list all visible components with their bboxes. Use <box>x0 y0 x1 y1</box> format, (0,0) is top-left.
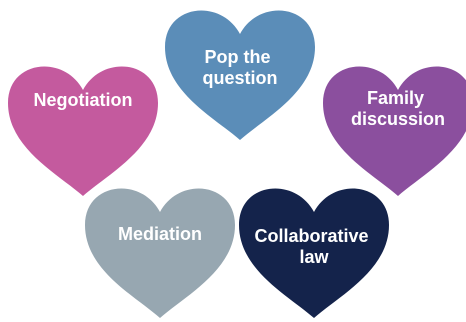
heart-mediation: Mediation <box>85 188 235 318</box>
heart-label-family-discussion: Family discussion <box>351 88 445 129</box>
heart-shape-collaborative-law <box>239 188 389 318</box>
heart-shape-pop-the-question <box>165 10 315 141</box>
heart-pop-the-question: Pop the question <box>165 10 315 141</box>
heart-collaborative-law: Collaborative law <box>239 188 389 318</box>
heart-line: Mediation <box>118 224 202 244</box>
heart-line: law <box>299 247 329 267</box>
heart-family-discussion: Family discussion <box>323 66 466 196</box>
heart-line: question <box>203 68 278 88</box>
heart-label-negotiation: Negotiation <box>34 90 133 110</box>
heart-shape-family-discussion <box>323 66 466 196</box>
heart-label-mediation: Mediation <box>118 224 202 244</box>
heart-line: Negotiation <box>34 90 133 110</box>
heart-line: Pop the <box>204 47 270 67</box>
heart-shape-negotiation <box>8 66 158 196</box>
heart-line: discussion <box>351 109 445 129</box>
heart-line: Family <box>367 88 424 108</box>
heart-shape-mediation <box>85 188 235 318</box>
heart-negotiation: Negotiation <box>8 66 158 196</box>
heart-label-pop-the-question: Pop the question <box>203 47 278 88</box>
heart-label-collaborative-law: Collaborative law <box>254 226 373 267</box>
heart-line: Collaborative <box>254 226 368 246</box>
